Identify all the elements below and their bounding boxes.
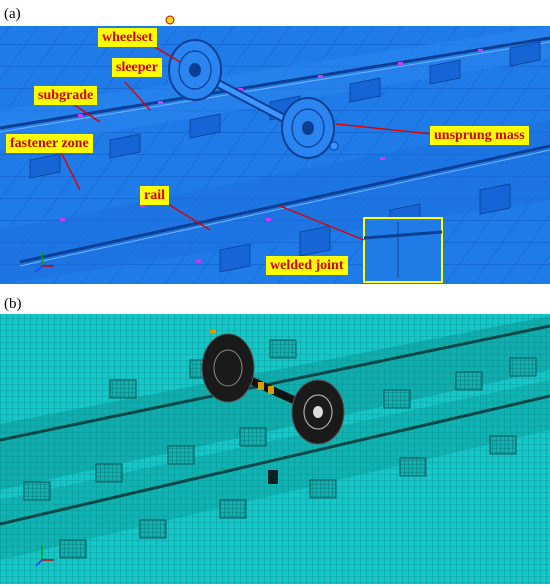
welded-joint-mesh	[268, 470, 278, 484]
subgrade-mesh	[0, 314, 550, 584]
panel-b-label: (b)	[4, 296, 22, 312]
callout-rail: rail	[140, 186, 169, 205]
callout-unsprung-mass: unsprung mass	[430, 126, 529, 145]
callout-fastener-zone: fastener zone	[6, 134, 93, 153]
wheelset-b	[201, 330, 345, 445]
inset-rail	[363, 230, 443, 240]
rail-mesh-left	[0, 324, 550, 442]
panel-a-model	[0, 15, 550, 284]
rail-left	[0, 36, 550, 130]
track-bed-band	[0, 26, 550, 150]
panel-a-label: (a)	[4, 6, 21, 22]
wheelset-a	[165, 15, 339, 159]
callout-sleeper: sleeper	[112, 58, 162, 77]
callout-subgrade: subgrade	[34, 86, 98, 105]
track-bed-mesh-band	[0, 316, 550, 490]
load-point-marker	[165, 15, 175, 25]
axis-triad-a	[35, 252, 54, 273]
callout-wheelset: wheelset	[98, 28, 157, 47]
panel-b-model	[0, 314, 550, 584]
sleepers-b	[23, 339, 537, 559]
rail-right	[19, 144, 550, 264]
wheel-mesh-left	[201, 333, 255, 403]
leader-lines-a	[59, 43, 433, 241]
axis-triad-b	[35, 546, 54, 567]
rail-mesh-right	[0, 394, 550, 526]
welded-joint-inset	[363, 217, 443, 283]
callout-welded-joint: welded joint	[266, 256, 348, 275]
track-bed-band-lower	[0, 120, 550, 284]
